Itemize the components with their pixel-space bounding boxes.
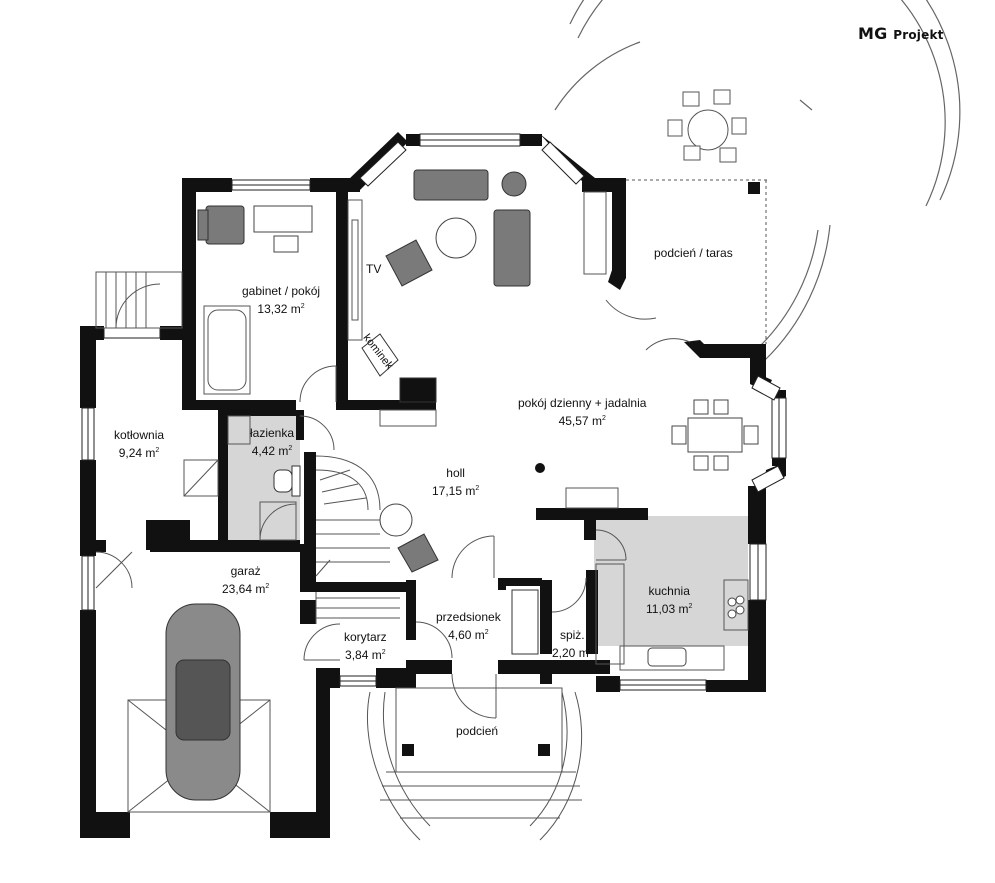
tv-label: TV: [366, 262, 382, 276]
room-area: 13,32 m2: [257, 302, 305, 316]
brand-logo-mark: MG: [858, 24, 888, 43]
room-label-garaz: garaż 23,64 m2: [222, 564, 269, 597]
brand-logo-name: Projekt: [893, 28, 944, 42]
room-label-lazienka: łazienka 4,42 m2: [250, 426, 294, 459]
brand-logo: MG Projekt: [858, 24, 944, 43]
room-name: kotłownia: [114, 428, 165, 442]
room-name: garaż: [230, 564, 261, 578]
room-label-kuchnia: kuchnia 11,03 m2: [646, 584, 692, 617]
room-area: 11,03 m2: [646, 602, 693, 616]
room-name: łazienka: [250, 426, 295, 440]
furniture: [165, 169, 531, 801]
room-area: 9,24 m2: [118, 446, 160, 460]
terrace-table: [667, 89, 747, 163]
room-name: podcień / taras: [654, 246, 733, 260]
room-area: 4,42 m2: [251, 444, 293, 458]
terrace-arcs: [554, 0, 961, 361]
room-label-podcien: podcień: [456, 724, 498, 739]
room-area: 2,20 m2: [552, 646, 593, 660]
room-name: gabinet / pokój: [242, 284, 321, 298]
room-area: 45,57 m2: [558, 414, 606, 428]
room-name: pokój dzienny + jadalnia: [518, 396, 647, 410]
windows: [81, 133, 787, 691]
room-name: przedsionek: [436, 610, 501, 624]
outlines: [95, 179, 768, 841]
dining-set: [253, 205, 759, 667]
room-name: kuchnia: [648, 584, 690, 598]
room-label-pokoj-dzienny: pokój dzienny + jadalnia 45,57 m2: [518, 396, 646, 429]
room-label-korytarz: korytarz 3,84 m2: [344, 630, 387, 663]
room-name: spiż.: [559, 628, 585, 642]
room-label-holl: holl 17,15 m2: [432, 466, 479, 499]
room-area: 17,15 m2: [432, 484, 480, 498]
room-name: podcień: [456, 724, 499, 738]
room-label-przedsionek: przedsionek 4,60 m2: [436, 610, 501, 643]
room-area: 4,60 m2: [448, 628, 489, 642]
room-label-podcien-taras: podcień / taras: [654, 246, 733, 261]
room-label-kotlownia: kotłownia 9,24 m2: [114, 428, 164, 461]
room-name: holl: [446, 466, 465, 480]
room-area: 3,84 m2: [345, 648, 386, 662]
room-label-spiz: spiż. 2,20 m2: [552, 628, 593, 661]
room-label-gabinet: gabinet / pokój 13,32 m2: [242, 284, 320, 317]
room-name: korytarz: [344, 630, 387, 644]
columns: [402, 182, 760, 756]
room-area: 23,64 m2: [222, 582, 270, 596]
